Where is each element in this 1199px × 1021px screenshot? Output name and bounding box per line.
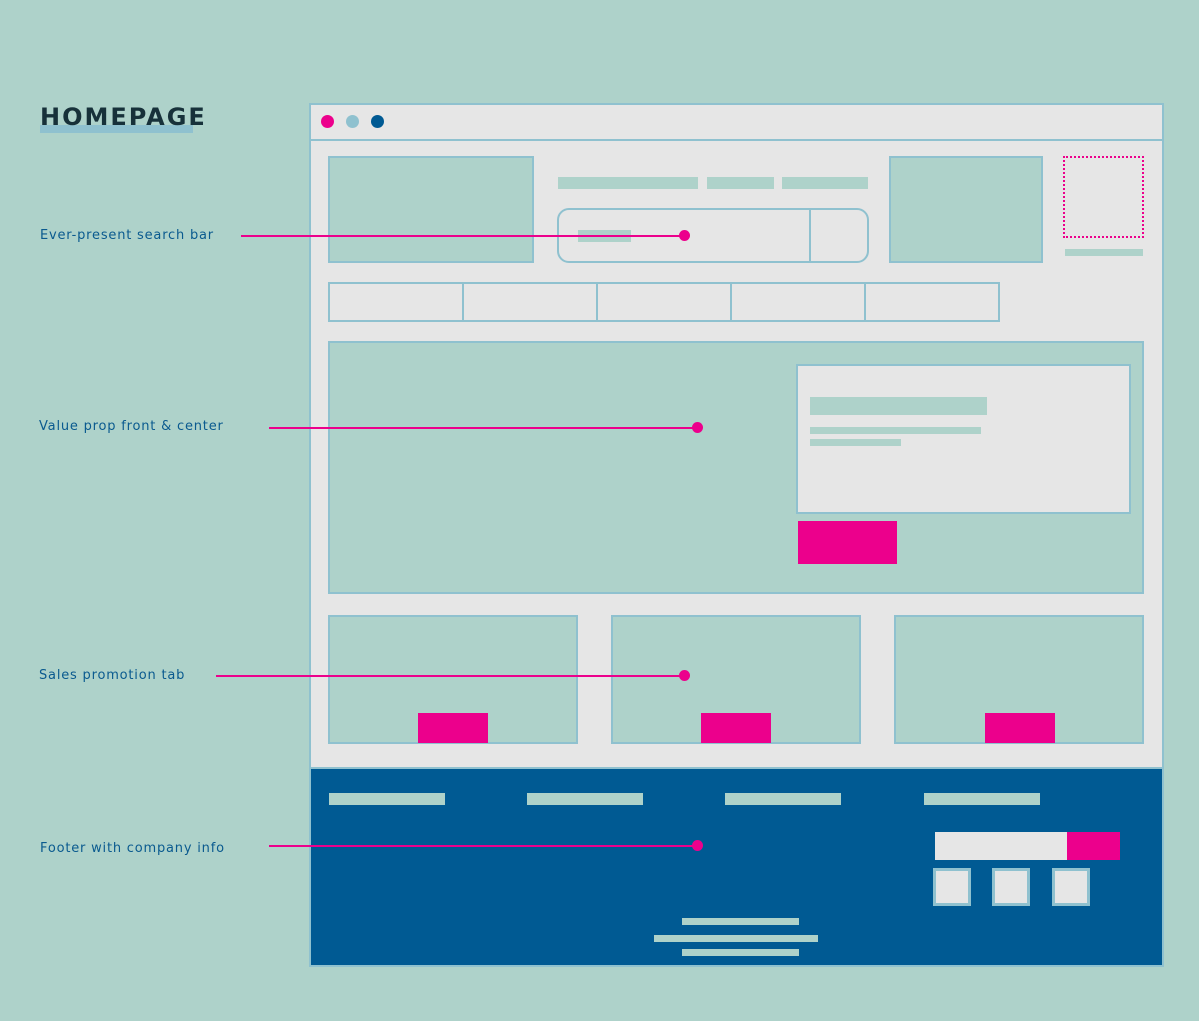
footer-legal-line-3 (682, 949, 799, 956)
callout-leader-search (241, 235, 684, 237)
promo-tile-3-button (985, 713, 1055, 743)
nav-item (598, 284, 732, 320)
footer-column-heading-3 (725, 793, 841, 805)
hero-copy-line-2 (810, 439, 901, 446)
footer-column-heading-4 (924, 793, 1040, 805)
newsletter-input (935, 832, 1067, 860)
newsletter-submit-button (1067, 832, 1120, 860)
callout-label-value-prop: Value prop front & center (39, 419, 224, 434)
nav-item (732, 284, 866, 320)
header-link-1 (558, 177, 698, 189)
logo-placeholder (328, 156, 534, 263)
callout-label-sales-promo: Sales promotion tab (39, 668, 186, 683)
window-close-dot (321, 115, 334, 128)
window-minimize-dot (346, 115, 359, 128)
callout-leader-value-prop (269, 427, 698, 429)
callout-label-search: Ever-present search bar (40, 228, 214, 243)
social-icon-2 (992, 868, 1030, 906)
footer-column-heading-2 (527, 793, 643, 805)
promo-tile-2-button (701, 713, 771, 743)
header-link-2 (707, 177, 774, 189)
social-icon-3 (1052, 868, 1090, 906)
promo-image-placeholder (889, 156, 1043, 263)
hero-copy-line-1 (810, 427, 981, 434)
nav-item (330, 284, 464, 320)
callout-dot-sales-promo (679, 670, 690, 681)
promo-tile-1-button (418, 713, 488, 743)
search-button-divider (809, 210, 811, 261)
page-title: HOMEPAGE (40, 103, 207, 131)
browser-titlebar (309, 103, 1164, 141)
callout-leader-footer (269, 845, 698, 847)
callout-dot-value-prop (692, 422, 703, 433)
header-link-3 (782, 177, 868, 189)
account-label-placeholder (1065, 249, 1143, 256)
callout-label-footer: Footer with company info (40, 841, 225, 856)
callout-dot-footer (692, 840, 703, 851)
callout-leader-sales-promo (216, 675, 685, 677)
social-icon-1 (933, 868, 971, 906)
footer-column-heading-1 (329, 793, 445, 805)
nav-menu (328, 282, 1000, 322)
hero-cta-button (798, 521, 897, 564)
window-maximize-dot (371, 115, 384, 128)
callout-dot-search (679, 230, 690, 241)
nav-item (866, 284, 998, 320)
footer-legal-line-2 (654, 935, 818, 942)
account-icon-placeholder (1063, 156, 1144, 238)
footer-legal-line-1 (682, 918, 799, 925)
nav-item (464, 284, 598, 320)
hero-headline-placeholder (810, 397, 987, 415)
